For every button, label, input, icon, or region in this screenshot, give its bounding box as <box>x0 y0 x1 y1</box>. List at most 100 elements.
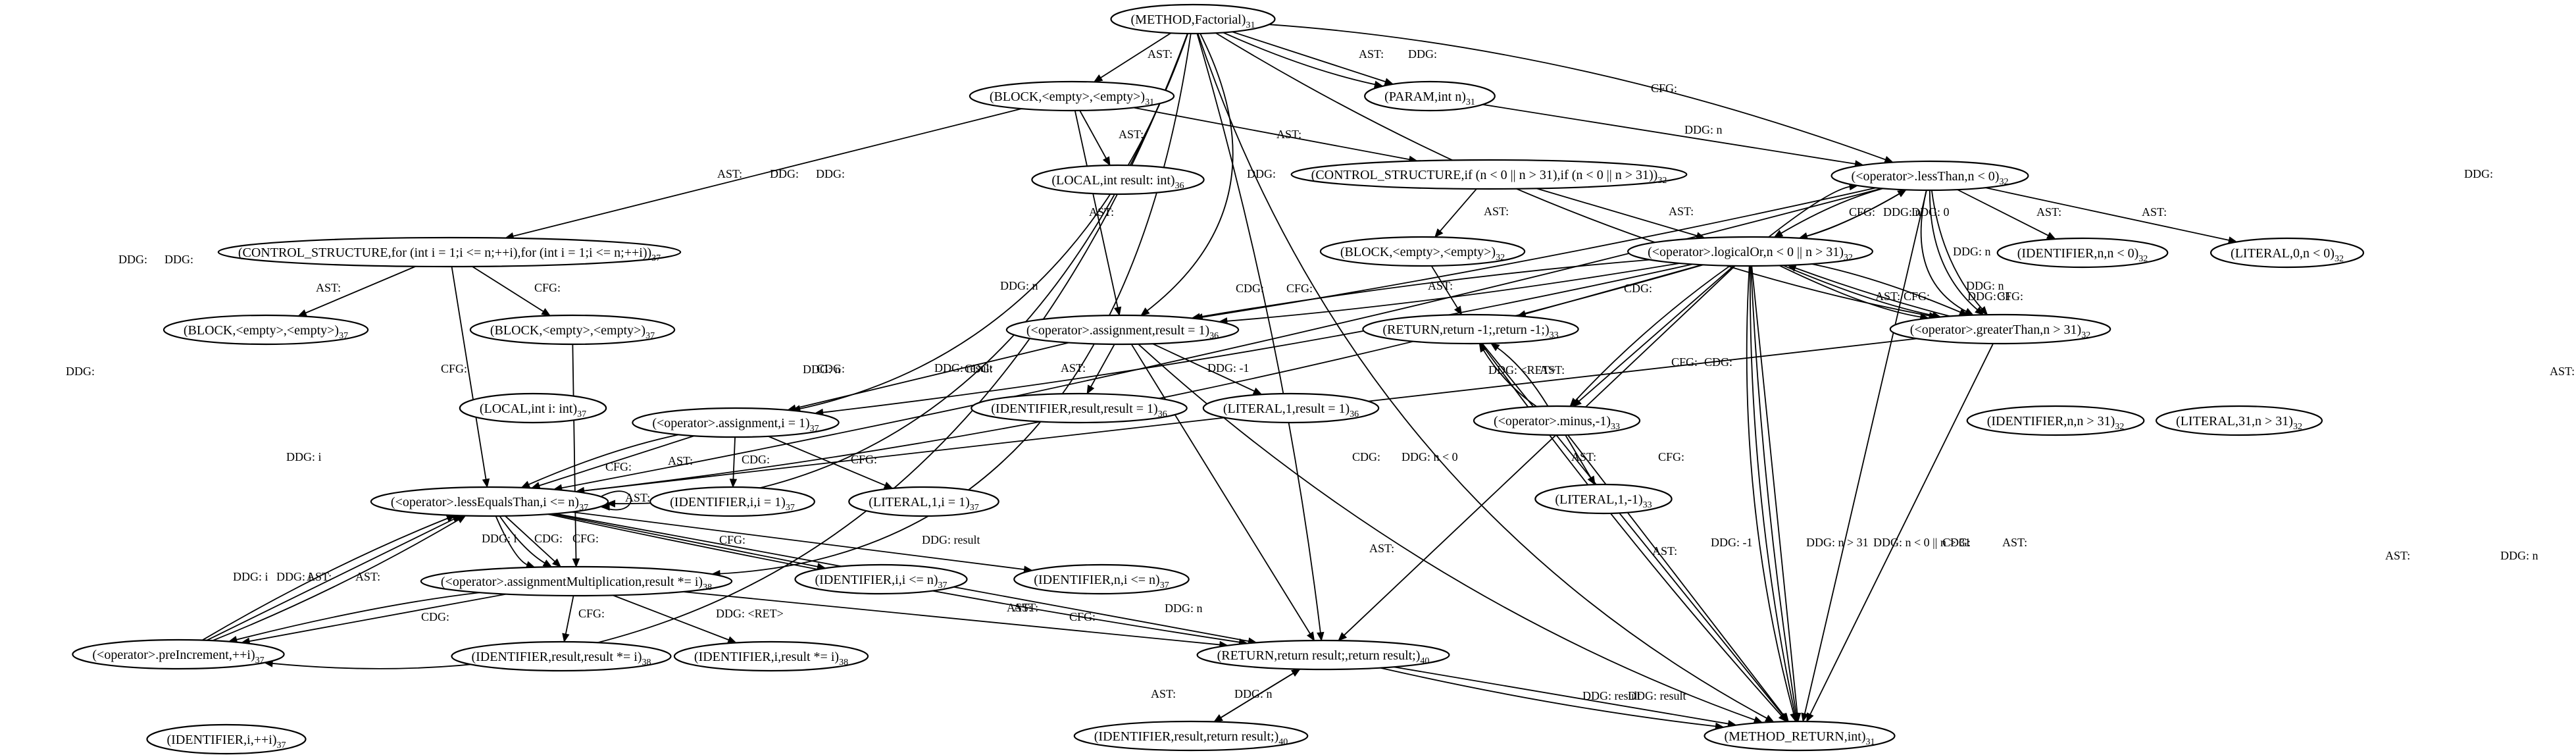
edge-label: DDG: i <box>276 570 312 583</box>
node-label: (IDENTIFIER,i,i = 1)37 <box>670 495 795 513</box>
edge-label: CFG: <box>1651 82 1677 95</box>
graph-node: (<operator>.preIncrement,++i)37 <box>72 638 285 670</box>
node-ellipse <box>1013 563 1190 595</box>
node-label: (<operator>.lessEqualsThan,i <= n)37 <box>391 495 588 513</box>
edge-line <box>538 435 695 487</box>
graph-edge: DDG: n <box>1130 344 1315 642</box>
edge-line <box>505 515 557 563</box>
graph-edge: CDG: <box>1517 264 1703 318</box>
edge-line <box>1809 343 1994 716</box>
graph-edge: AST: <box>1567 434 1789 723</box>
edge-line <box>1768 186 1852 238</box>
graph-node: (LOCAL,int i: int)37 <box>459 392 607 424</box>
node-label: (RETURN,return -1;,return -1;)33 <box>1382 323 1558 340</box>
edge-arrowhead <box>1252 387 1263 395</box>
edge-line <box>1779 188 1883 235</box>
edge-line <box>1198 259 1650 318</box>
edge-label: CDG: <box>1352 450 1380 463</box>
graph-node: (LITERAL,1,-1)33 <box>1534 483 1673 515</box>
edge-label: CFG: <box>851 453 877 466</box>
graph-edge: CFG: <box>551 513 826 571</box>
edge-line <box>1394 666 1730 725</box>
edge-line <box>247 593 507 642</box>
edge-label: CFG: <box>605 460 632 473</box>
edge-label: CFG: <box>1904 290 1930 303</box>
edge-label: AST: <box>1571 450 1596 463</box>
node-ellipse <box>2155 405 2323 436</box>
edge-line <box>768 436 887 486</box>
graph-node: (<operator>.minus,-1)33 <box>1473 405 1641 436</box>
graph-edge: AST: <box>1133 107 1419 163</box>
edge-arrowhead <box>562 633 570 643</box>
edge-label: CFG: <box>1671 355 1698 369</box>
node-label: (IDENTIFIER,result,result *= i)38 <box>471 650 651 667</box>
graph-edge: AST: <box>1079 110 1144 167</box>
graph-node: (METHOD,Factorial)31 <box>1110 3 1276 35</box>
node-ellipse <box>1362 313 1579 345</box>
node-ellipse <box>632 407 840 438</box>
node-label: (IDENTIFIER,n,n < 0)32 <box>2017 246 2148 264</box>
edge-label: CFG: <box>1849 205 1875 219</box>
edge-arrowhead <box>1587 475 1596 486</box>
graph-node: (IDENTIFIER,result,result *= i)38 <box>451 640 672 672</box>
edge-line <box>304 265 416 315</box>
edge-label: DDG: n < 0 <box>1402 450 1458 463</box>
graph-edge: AST: <box>1061 344 1115 395</box>
graph-node: (BLOCK,<empty>,<empty>)37 <box>469 314 676 346</box>
edge-line <box>1342 265 1736 637</box>
graph-node: (IDENTIFIER,n,n > 31)32 <box>1966 405 2145 436</box>
node-label: (<operator>.lessThan,n < 0)32 <box>1852 169 2009 187</box>
edge-label: DDG: <box>2464 167 2493 180</box>
edge-line <box>1438 188 1477 233</box>
edge-line <box>1779 265 1923 318</box>
edge-arrowhead <box>1490 342 1500 351</box>
edge-arrowhead <box>1780 712 1789 723</box>
graph-edge: DDG: result <box>786 342 1069 412</box>
graph-node: (IDENTIFIER,i,result *= i)38 <box>673 640 869 672</box>
graph-edge: CFG: <box>683 591 1229 649</box>
edge-arrowhead <box>572 558 580 568</box>
edge-line <box>1811 263 1962 313</box>
graph-node: (LITERAL,0,n < 0)32 <box>2210 237 2365 269</box>
edge-label: CDG: <box>965 362 993 375</box>
graph-edge: DDG: result <box>1394 666 1737 728</box>
node-label: (<operator>.logicalOr,n < 0 || n > 31)32 <box>1648 245 1853 263</box>
node-label: (BLOCK,<empty>,<empty>)32 <box>1340 245 1505 263</box>
edge-arrowhead <box>1306 631 1315 642</box>
edge-line <box>1090 344 1115 388</box>
edge-line <box>1799 192 1901 239</box>
edge-label: AST: <box>2550 365 2575 378</box>
edge-arrowhead <box>1897 189 1907 197</box>
edge-line <box>1074 110 1119 309</box>
edge-label: AST: <box>1652 544 1677 558</box>
edge-line <box>1749 265 1796 716</box>
edge-line <box>1152 343 1256 392</box>
edge-label: CDG: <box>817 362 845 375</box>
graph-edge: CFG: <box>1782 265 1942 319</box>
edge-line <box>732 436 736 481</box>
edge-layer: AST: AST: DDG: CFG: DDG: DDG: DDG: DDG: … <box>66 24 2575 731</box>
node-ellipse <box>146 723 307 755</box>
edge-arrowhead <box>456 515 467 523</box>
graph-edge: CFG: <box>530 435 695 490</box>
graph-edge: DDG: -1 <box>1480 343 1788 723</box>
edge-line <box>495 515 529 566</box>
node-label: (IDENTIFIER,result,result = 1)36 <box>991 402 1167 419</box>
node-label: (IDENTIFIER,result,return result;)40 <box>1094 729 1288 747</box>
edge-arrowhead <box>482 478 490 488</box>
edge-arrowhead <box>1569 398 1578 407</box>
edge-label: DDG: <box>770 167 799 180</box>
graph-edge: DDG: <box>118 33 1192 578</box>
node-label: (<operator>.preIncrement,++i)37 <box>92 648 264 665</box>
edge-line <box>1146 33 1234 312</box>
graph-edge: DDG: n <box>1482 103 1864 168</box>
edge-arrowhead <box>542 560 553 567</box>
edge-line <box>1985 187 2231 242</box>
graph-edge: DDG: <box>816 33 1234 317</box>
graph-edge: AST: <box>1806 343 2410 723</box>
edge-arrowhead <box>1317 631 1325 642</box>
graph-edge: DDG: <box>1223 32 1437 88</box>
node-ellipse <box>217 236 682 268</box>
graph-edge: CFG: <box>768 436 894 489</box>
graph-node: (IDENTIFIER,i,++i)37 <box>146 723 307 755</box>
